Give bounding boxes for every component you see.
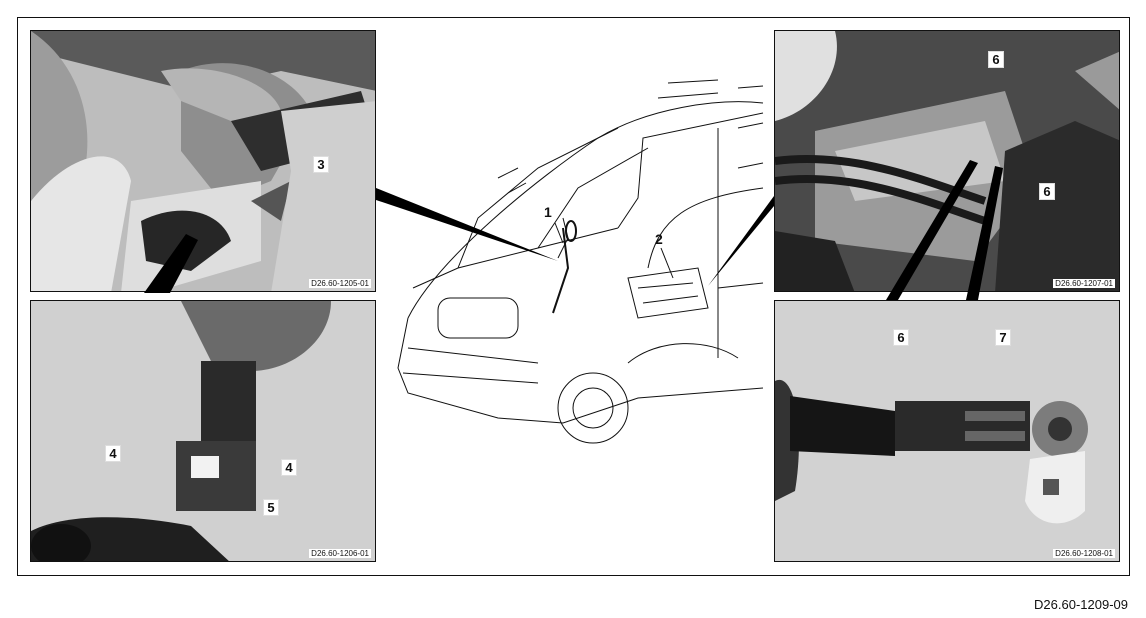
van-callout-2: 2 xyxy=(655,231,663,247)
leader-2 xyxy=(660,247,674,279)
callout-7: 7 xyxy=(995,329,1011,346)
callout-6-bottom: 6 xyxy=(893,329,909,346)
gear-lever-marker xyxy=(552,220,577,314)
van-outline xyxy=(397,79,764,444)
photo-id-1205: D26.60-1205-01 xyxy=(309,279,371,288)
callout-6-top: 6 xyxy=(988,51,1004,68)
cable-end-photo xyxy=(775,301,1119,561)
lever-lock-photo xyxy=(31,301,375,561)
leader-wedge-top-right xyxy=(708,196,774,286)
van-callout-1: 1 xyxy=(544,204,552,220)
callout-4-right: 4 xyxy=(281,459,297,476)
transmission-photo xyxy=(775,31,1119,291)
callout-4-left: 4 xyxy=(105,445,121,462)
callout-6-right: 6 xyxy=(1039,183,1055,200)
photo-cable-end: 6 7 D26.60-1208-01 xyxy=(774,300,1120,562)
photo-id-1207: D26.60-1207-01 xyxy=(1053,279,1115,288)
photo-id-1208: D26.60-1208-01 xyxy=(1053,549,1115,558)
callout-5: 5 xyxy=(263,499,279,516)
leader-1 xyxy=(554,222,564,244)
photo-transmission: 6 6 D26.60-1207-01 xyxy=(774,30,1120,292)
callout-3: 3 xyxy=(313,156,329,173)
figure-id: D26.60-1209-09 xyxy=(1034,597,1128,612)
photo-id-1206: D26.60-1206-01 xyxy=(309,549,371,558)
illustration-frame: 3 D26.60-1205-01 4 4 5 D26.60-1206-01 xyxy=(17,17,1130,576)
leader-wedge-top-left xyxy=(376,188,558,261)
photo-shift-boot: 3 D26.60-1205-01 xyxy=(30,30,376,292)
photo-lever-lock: 4 4 5 D26.60-1206-01 xyxy=(30,300,376,562)
